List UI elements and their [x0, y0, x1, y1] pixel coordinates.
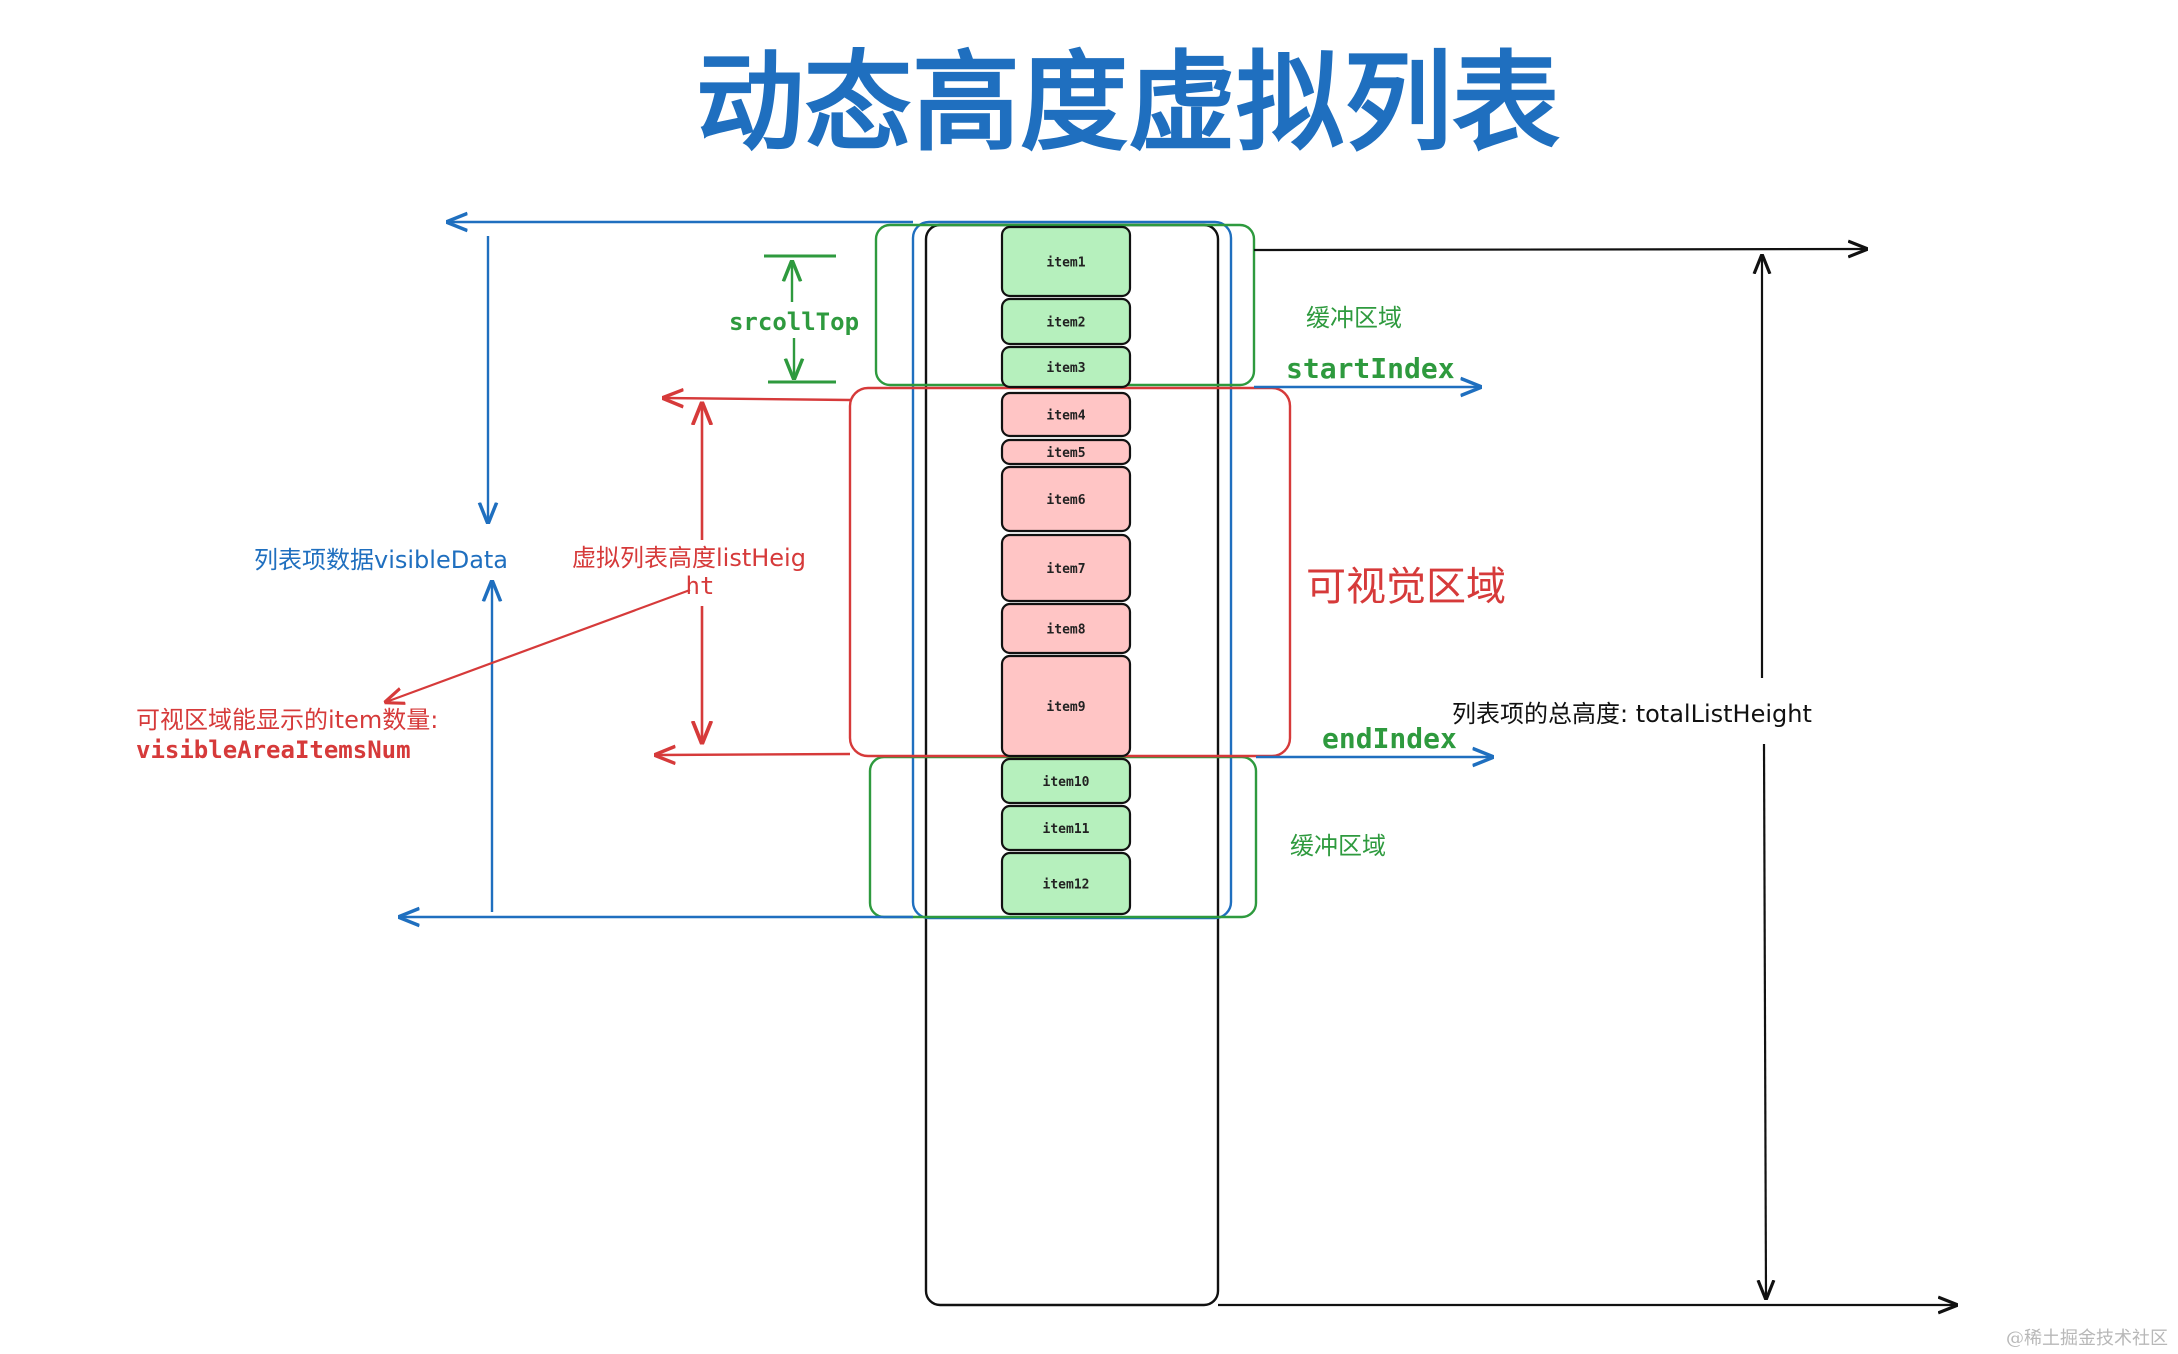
list-height-bottom-line — [656, 754, 851, 755]
list-height-top-line — [664, 398, 851, 400]
items-num-label-line1: 可视区域能显示的item数量: — [136, 706, 438, 734]
total-height-top-line — [1253, 249, 1866, 250]
list-item: item10 — [1000, 757, 1132, 805]
list-item-box — [1000, 757, 1132, 805]
list-item: item2 — [1000, 297, 1132, 346]
list-item: item3 — [1000, 345, 1132, 389]
list-item-box — [1000, 438, 1132, 466]
list-item-label: item10 — [1043, 775, 1090, 790]
list-item-box — [1000, 804, 1132, 852]
list-item-label: item7 — [1046, 562, 1085, 577]
buffer-bottom-label: 缓冲区域 — [1290, 832, 1386, 860]
visible-area-label: 可视觉区域 — [1306, 564, 1506, 610]
diagram-title: 动态高度虚拟列表 — [696, 41, 1560, 166]
list-item-label: item11 — [1043, 822, 1090, 837]
list-item-label: item6 — [1046, 493, 1085, 508]
list-item-label: item12 — [1043, 878, 1090, 893]
list-item-box — [1000, 391, 1132, 438]
end-index-label: endIndex — [1322, 722, 1457, 755]
scroll-top-label: srcollTop — [729, 308, 859, 336]
watermark-text: @稀土掘金技术社区 — [2006, 1328, 2168, 1349]
list-item-label: item5 — [1046, 446, 1085, 461]
list-item-box — [1000, 345, 1132, 389]
list-item: item11 — [1000, 804, 1132, 852]
list-item-box — [1000, 602, 1132, 655]
list-item-box — [1000, 297, 1132, 346]
list-item-label: item3 — [1046, 361, 1085, 376]
start-index-label: startIndex — [1286, 352, 1455, 385]
items-num-pointer — [386, 588, 691, 702]
total-height-label: 列表项的总高度: totalListHeight — [1452, 700, 1812, 728]
list-item-box — [1000, 533, 1132, 603]
list-item-label: item9 — [1046, 700, 1085, 715]
buffer-top-label: 缓冲区域 — [1306, 304, 1402, 332]
visible-data-label: 列表项数据visibleData — [254, 546, 508, 574]
list-item: item6 — [1000, 465, 1132, 533]
items-num-label-line2: visibleAreaItemsNum — [136, 736, 411, 764]
list-item-box — [1000, 851, 1132, 916]
list-item-label: item4 — [1046, 409, 1085, 424]
list-height-label-line1: 虚拟列表高度listHeig — [572, 544, 806, 572]
list-item-label: item1 — [1046, 256, 1085, 271]
list-item: item12 — [1000, 851, 1132, 916]
list-items: item1 item2 item3 item4 item5 item6 item7 item8… — [1000, 225, 1132, 916]
list-height-label-line2: ht — [686, 572, 715, 600]
list-item: item1 — [1000, 225, 1132, 298]
list-item-box — [1000, 225, 1132, 298]
list-item: item5 — [1000, 438, 1132, 466]
total-height-down-arrow — [1764, 743, 1766, 1298]
list-item: item7 — [1000, 533, 1132, 603]
list-item-label: item2 — [1046, 316, 1085, 331]
list-item: item4 — [1000, 391, 1132, 438]
list-item-label: item8 — [1046, 623, 1085, 638]
list-item-box — [1000, 654, 1132, 758]
list-item-box — [1000, 465, 1132, 533]
list-item: item9 — [1000, 654, 1132, 758]
list-item: item8 — [1000, 602, 1132, 655]
